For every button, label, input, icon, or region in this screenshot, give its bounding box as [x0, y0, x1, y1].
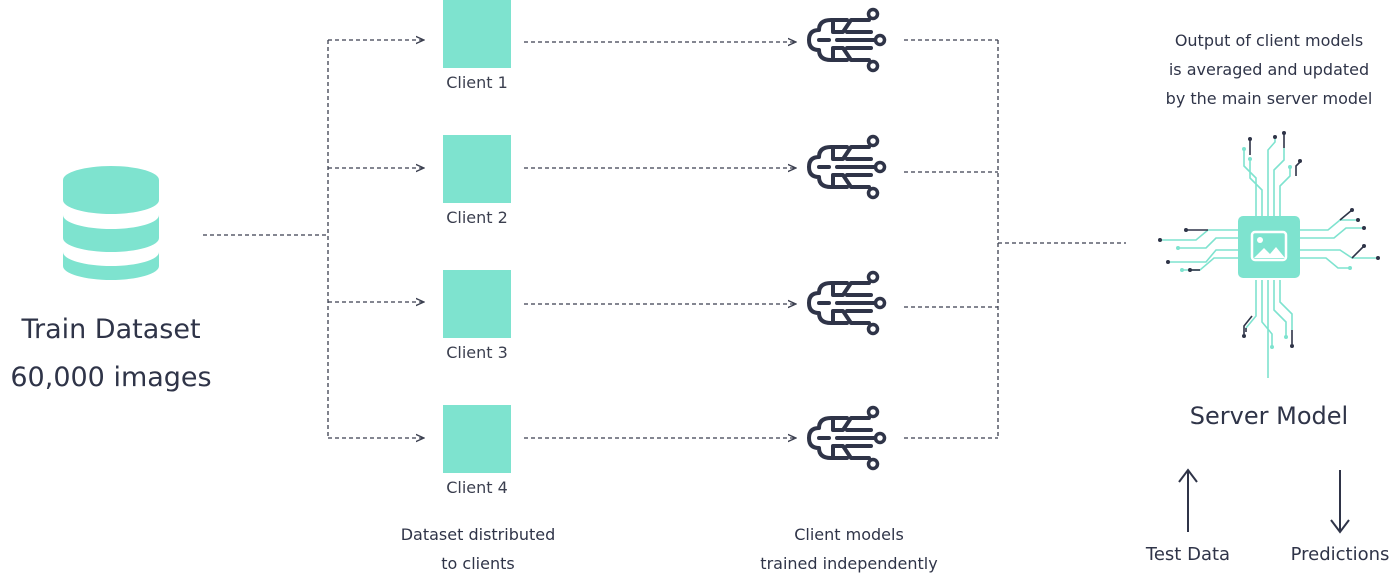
- client-boxes: [443, 0, 511, 473]
- client-label: Client 3: [446, 343, 508, 362]
- training-caption: Client models trained independently: [760, 525, 938, 573]
- training-arrows: [524, 42, 796, 438]
- database-icon: [63, 166, 159, 280]
- client-label: Client 1: [446, 73, 508, 92]
- predictions-label: Predictions: [1290, 544, 1390, 565]
- brain-circuit-icon: [807, 134, 887, 200]
- distribution-caption: Dataset distributed to clients: [400, 525, 556, 573]
- test-data-arrow: [1178, 468, 1198, 532]
- test-data-label: Test Data: [1145, 544, 1231, 565]
- chip-image-icon: [1158, 131, 1380, 378]
- brain-circuit-icon: [807, 270, 887, 336]
- dataset-count: 60,000 images: [10, 362, 212, 393]
- dataset-title: Train Dataset: [21, 314, 201, 345]
- dataset-connector: [203, 40, 329, 438]
- distribution-arrows: [328, 40, 424, 438]
- server-title: Server Model: [1189, 402, 1349, 430]
- brain-circuit-icon: [807, 405, 887, 471]
- client-label: Client 2: [446, 208, 508, 227]
- predictions-arrow: [1330, 470, 1350, 534]
- aggregation-connector: [904, 39, 1126, 439]
- brain-circuit-icon: [807, 7, 887, 73]
- client-label: Client 4: [446, 478, 508, 497]
- server-note: Output of client models is averaged and …: [1165, 31, 1373, 108]
